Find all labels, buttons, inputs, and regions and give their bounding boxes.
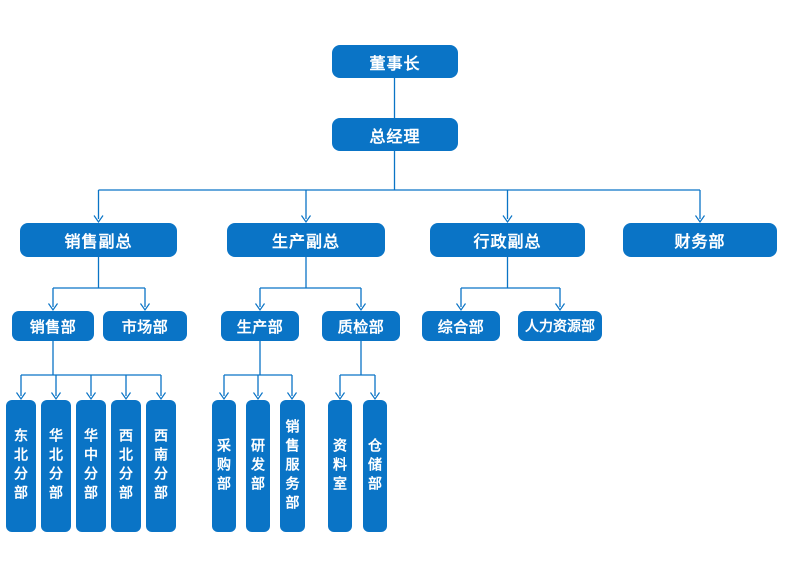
node-north-china-branch: 华北分部: [41, 400, 71, 532]
node-finance-dept-label: 财务部: [674, 234, 726, 251]
node-production-dept: 生产部: [221, 311, 299, 341]
node-north-china-branch-label: 华北分部: [48, 428, 64, 504]
node-central-china-branch: 华中分部: [76, 400, 106, 532]
node-warehouse-dept: 仓储部: [363, 400, 387, 532]
node-central-china-branch-label: 华中分部: [83, 428, 99, 504]
node-production-vp: 生产副总: [227, 223, 385, 257]
node-southwest-branch: 西南分部: [146, 400, 176, 532]
node-production-dept-label: 生产部: [236, 318, 284, 336]
node-sales-service-dept-label: 销售服务部: [284, 418, 301, 514]
node-sales-service-dept: 销售服务部: [280, 400, 305, 532]
node-marketing-dept: 市场部: [103, 311, 187, 341]
node-marketing-dept-label: 市场部: [121, 318, 169, 336]
node-archives-room: 资料室: [328, 400, 352, 532]
node-purchasing-dept: 采购部: [212, 400, 236, 532]
node-admin-vp-label: 行政副总: [473, 234, 542, 251]
node-northeast-branch: 东北分部: [6, 400, 36, 532]
node-rd-dept-label: 研发部: [250, 437, 266, 495]
node-northwest-branch-label: 西北分部: [118, 428, 134, 504]
node-general-affairs-dept-label: 综合部: [437, 318, 485, 336]
node-archives-room-label: 资料室: [332, 437, 348, 495]
node-sales-vp-label: 销售副总: [64, 234, 133, 251]
node-chairman-label: 董事长: [369, 55, 421, 73]
node-production-vp-label: 生产副总: [271, 234, 340, 251]
node-sales-vp: 销售副总: [20, 223, 177, 257]
node-general-manager-label: 总经理: [369, 128, 421, 146]
node-hr-dept: 人力资源部: [518, 311, 602, 341]
node-general-manager: 总经理: [332, 118, 458, 151]
connector-paths: [20, 78, 701, 396]
node-hr-dept-label: 人力资源部: [525, 318, 595, 334]
node-sales-dept-label: 销售部: [29, 318, 77, 336]
node-admin-vp: 行政副总: [430, 223, 585, 257]
node-general-affairs-dept: 综合部: [422, 311, 500, 341]
node-qc-dept-label: 质检部: [337, 318, 385, 336]
node-chairman: 董事长: [332, 45, 458, 78]
node-rd-dept: 研发部: [246, 400, 270, 532]
node-warehouse-dept-label: 仓储部: [367, 437, 383, 495]
arrowhead-icons: [16, 215, 705, 401]
node-southwest-branch-label: 西南分部: [153, 428, 169, 504]
node-qc-dept: 质检部: [322, 311, 400, 341]
node-purchasing-dept-label: 采购部: [216, 437, 232, 495]
node-finance-dept: 财务部: [623, 223, 777, 257]
node-sales-dept: 销售部: [12, 311, 94, 341]
node-northeast-branch-label: 东北分部: [13, 428, 29, 504]
node-northwest-branch: 西北分部: [111, 400, 141, 532]
